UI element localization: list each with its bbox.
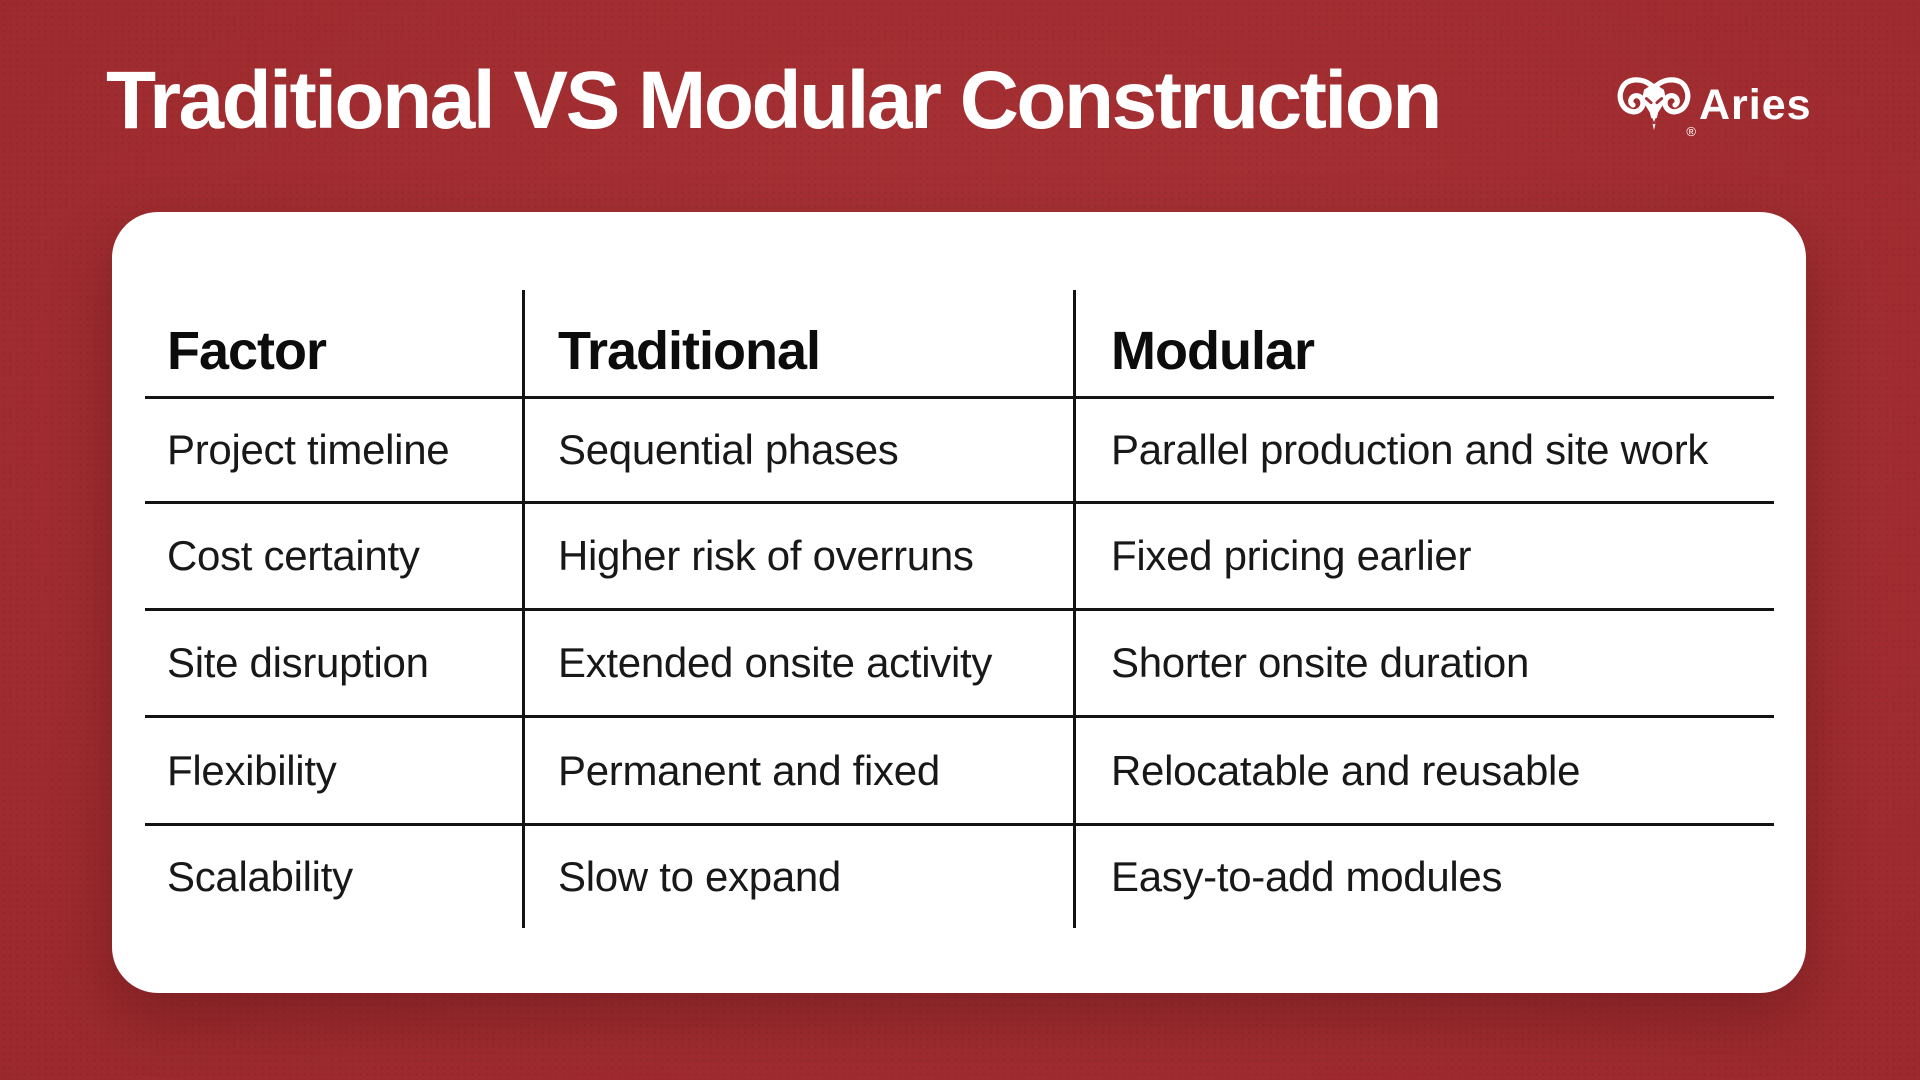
traditional-cell: Permanent and fixed: [522, 718, 1073, 823]
column-header-traditional: Traditional: [522, 290, 1073, 396]
traditional-cell: Higher risk of overruns: [522, 504, 1073, 608]
modular-cell: Fixed pricing earlier: [1073, 504, 1774, 608]
table-header-row: Factor Traditional Modular: [145, 290, 1774, 399]
factor-cell: Project timeline: [167, 426, 450, 473]
traditional-cell: Slow to expand: [522, 826, 1073, 928]
comparison-table: Factor Traditional Modular Project timel…: [145, 290, 1774, 928]
column-header-factor: Factor: [167, 321, 327, 381]
table-row: Project timeline Sequential phases Paral…: [145, 399, 1774, 504]
modular-cell: Relocatable and reusable: [1073, 718, 1774, 823]
factor-cell: Scalability: [167, 853, 353, 900]
factor-cell: Cost certainty: [167, 532, 420, 579]
brand-name: Aries: [1699, 80, 1812, 129]
modular-cell: Shorter onsite duration: [1073, 611, 1774, 715]
modular-cell: Parallel production and site work: [1073, 399, 1774, 501]
column-header-modular: Modular: [1073, 290, 1774, 396]
comparison-card: Factor Traditional Modular Project timel…: [112, 212, 1806, 993]
brand-logo: ® Aries: [1616, 74, 1812, 139]
registered-trademark-symbol: ®: [1686, 124, 1696, 139]
modular-cell: Easy-to-add modules: [1073, 826, 1774, 928]
traditional-cell: Sequential phases: [522, 399, 1073, 501]
factor-cell: Site disruption: [167, 639, 429, 686]
traditional-cell: Extended onsite activity: [522, 611, 1073, 715]
page-title: Traditional VS Modular Construction: [106, 55, 1442, 146]
ram-head-icon: ®: [1616, 74, 1696, 139]
table-row: Flexibility Permanent and fixed Relocata…: [145, 718, 1774, 826]
table-row: Site disruption Extended onsite activity…: [145, 611, 1774, 718]
factor-cell: Flexibility: [167, 746, 337, 794]
table-row: Scalability Slow to expand Easy-to-add m…: [145, 826, 1774, 928]
table-row: Cost certainty Higher risk of overruns F…: [145, 504, 1774, 611]
